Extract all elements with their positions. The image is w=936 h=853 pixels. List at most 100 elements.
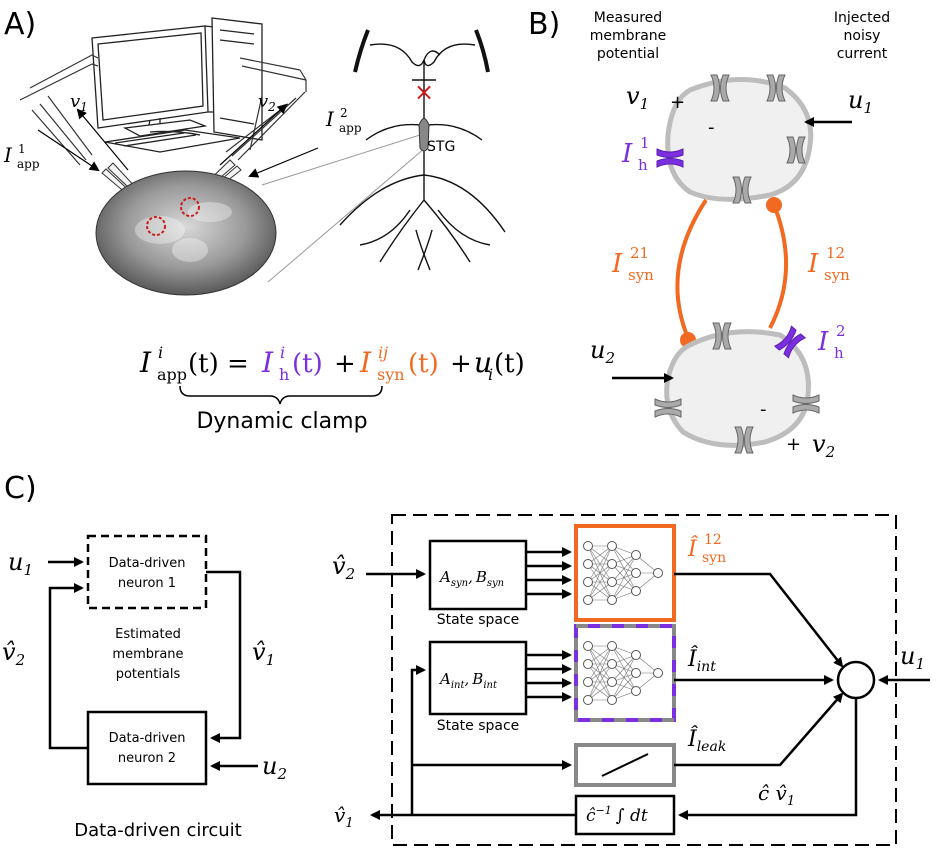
detail-v2hat-input: v̂2 [332,552,355,583]
neuron-2-line2: neuron 2 [118,751,176,766]
synapse-12 [768,204,788,329]
panel-c-label: C) [4,471,37,506]
ih2-sup: 2 [836,322,846,340]
electrode-wires [19,54,307,166]
state-space-int-box [428,640,528,716]
data-driven-neuron-2-box [86,710,208,786]
eq-lhs-sub: app [157,365,187,384]
svg-text:noisy: noisy [844,28,881,44]
neuron-1-detail-frame [391,514,897,846]
recorded-neuron-1 [146,216,166,236]
dynamic-clamp-equation: I i app (t) = I i h (t) + I ij syn (t) +… [139,343,525,384]
eq-lhs-arg: (t) = [188,349,249,379]
ih2-sub: h [834,344,844,362]
isyn21-sup: 21 [630,244,649,262]
eq-lhs: I [139,346,152,379]
zoom-lines [261,134,426,283]
isyn12-sub: syn [824,266,850,284]
eq-u-arg: (t) [494,349,525,379]
iapp2-sub: app [339,121,362,135]
arrow-v1 [76,108,129,171]
neuron-1-line2: neuron 1 [118,576,176,591]
ih1-sup: 1 [640,134,650,152]
integrator-expr: ĉ−1∫ dt [586,804,648,826]
detail-wires [366,547,930,820]
eq-isyn-sub: syn [377,365,405,384]
c-u2-label: u2 [262,752,287,783]
arrow-v2 [219,103,288,166]
eq-ih-sup: i [280,343,285,362]
eq-isyn-sup: ij [378,343,388,362]
svg-text:Estimated: Estimated [115,627,181,642]
ih2-label: I [817,327,829,357]
ih1-sub: h [638,156,648,174]
eq-u: u [474,346,492,379]
state-space-syn-box [428,539,528,611]
stg-cell-body [418,118,430,152]
clamp-brace [179,385,383,405]
eq-lhs-sup: i [158,343,163,362]
estimated-potentials-note: Estimated membrane potentials [112,627,183,682]
linear-icon [601,753,649,777]
b-u1-label: u1 [848,86,873,117]
svg-text:membrane: membrane [112,647,183,662]
isyn21-sub: syn [628,266,654,284]
isyn12hat-sup: 12 [704,532,722,548]
c-u1-label: u1 [8,548,33,579]
neuron-1-minus: - [708,117,715,138]
circuit-wires [48,557,258,771]
detail-v1hat-output: v̂1 [334,803,354,831]
isyn12hat-label: Î [687,535,698,562]
arrow-iapp2 [248,147,319,178]
injected-current-note: Injected noisy current [834,10,890,62]
b-v1-label: v1 [626,82,649,113]
v1-label: v1 [70,91,88,114]
panel-a-label: A) [4,7,36,42]
neuron-1-line1: Data-driven [109,556,186,571]
neuron-2-plus: + [786,434,801,455]
svg-text:Injected: Injected [834,10,890,26]
c-v1hat-label: v̂1 [252,638,275,669]
svg-text:potential: potential [597,46,659,62]
integrator-box [574,794,676,836]
svg-text:Measured: Measured [594,10,662,26]
eq-ih: I [261,346,274,379]
iapp1-label: I [3,143,13,167]
neuron-1-plus: + [670,92,685,113]
lesion-mark: × [414,78,434,106]
iapp2-label: I [325,107,335,131]
svg-text:potentials: potentials [116,667,181,682]
eq-ih-arg: (t) [292,349,323,379]
eq-ih-sub: h [279,365,289,384]
intrinsic-network-box-dash [574,624,676,722]
iapp1-sup: 1 [18,142,26,156]
computer-illustration [91,17,263,153]
tissue-slice [95,170,277,296]
arrow-iapp1 [37,129,100,172]
detail-u1-input: u1 [900,642,925,673]
ih1-label: I [621,139,633,169]
isyn12-label: I [807,249,819,279]
stg-label: STG [427,139,455,155]
dynamic-clamp-label: Dynamic clamp [196,409,367,434]
svg-text:membrane: membrane [590,28,667,44]
eq-u-sub: i [488,365,493,384]
b-v2-label: v2 [812,430,835,461]
synapse-12-terminal [766,197,782,213]
eq-isyn-arg: (t) [408,349,439,379]
eq-plus-1: + [334,349,356,379]
neuron-1-cell [665,77,814,202]
summing-junction [836,660,876,700]
circuit-caption: Data-driven circuit [74,820,241,841]
synapse-21 [675,198,708,339]
neuron-2-minus: - [760,399,767,420]
eq-isyn: I [359,346,372,379]
c-v2hat-label: v̂2 [2,638,25,669]
data-driven-neuron-1-box [86,534,208,610]
measured-potential-note: Measured membrane potential [590,10,667,62]
state-space-syn-params: Asyn,Bsyn [438,568,504,589]
panel-b-label: B) [528,7,560,42]
state-space-syn-label: State space [437,612,520,628]
b-u2-label: u2 [590,336,615,367]
